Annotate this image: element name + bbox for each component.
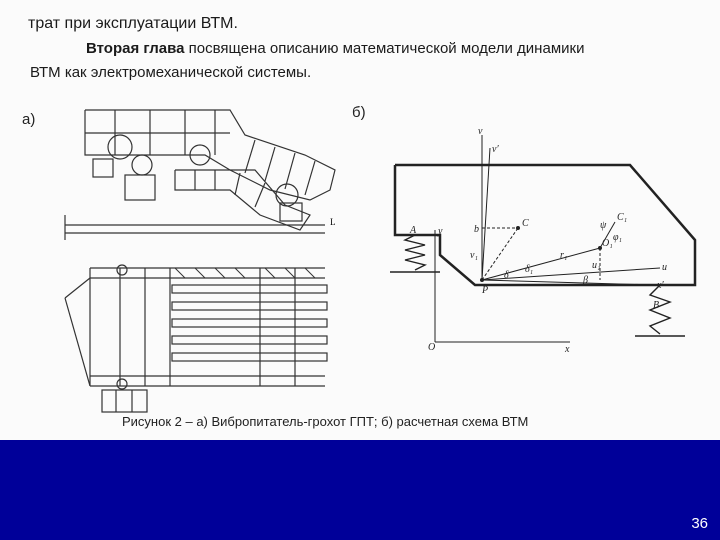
label-A: A — [409, 225, 417, 236]
label-v-prime: v′ — [492, 144, 499, 155]
figure-caption: Рисунок 2 – а) Вибропитатель-грохот ГПТ;… — [122, 414, 529, 429]
label-r1: r₁ — [560, 250, 567, 261]
slide-footer-band: 36 — [0, 440, 720, 540]
label-C1: C₁ — [617, 212, 627, 223]
bold-phrase: Вторая глава — [86, 40, 185, 57]
label-P: P — [481, 285, 488, 296]
machine-side-view-drawing: L — [64, 109, 336, 240]
label-delta1: δ₁ — [525, 264, 533, 275]
figure-label-a: а) — [22, 111, 36, 128]
text-line-2: Вторая глава посвящена описанию математи… — [86, 40, 584, 57]
label-B: B — [653, 300, 659, 311]
label-beta: β — [582, 275, 588, 286]
text-line-3: ВТМ как электромеханической системы. — [30, 64, 312, 81]
label-y: y — [437, 226, 443, 237]
label-v1: v₁ — [470, 250, 478, 261]
label-u1: u₁ — [592, 260, 600, 271]
machine-plan-view-drawing — [64, 264, 328, 413]
calculation-scheme-diagram: A B C C₁ O O₁ P x y u v x′ v′ b v₁ u₁ r₁… — [390, 126, 697, 355]
label-O: O — [428, 342, 435, 353]
label-u: u — [662, 262, 667, 273]
label-delta: δ — [504, 270, 509, 281]
label-v: v — [478, 126, 483, 137]
label-phi1: φ₁ — [613, 232, 622, 243]
label-x: x — [564, 344, 570, 355]
page-number: 36 — [691, 515, 708, 532]
label-b: b — [474, 224, 479, 235]
label-psi: ψ — [600, 220, 607, 231]
label-x-prime: x′ — [656, 280, 664, 291]
label-O1: O₁ — [602, 238, 613, 249]
text-line-1: трат при эксплуатации ВТМ. — [28, 15, 238, 32]
label-C: C — [522, 218, 529, 229]
figure-label-b: б) — [352, 104, 366, 121]
dim-label-L: L — [330, 217, 336, 227]
text-line-2-rest: посвящена описанию математической модели… — [184, 40, 585, 57]
